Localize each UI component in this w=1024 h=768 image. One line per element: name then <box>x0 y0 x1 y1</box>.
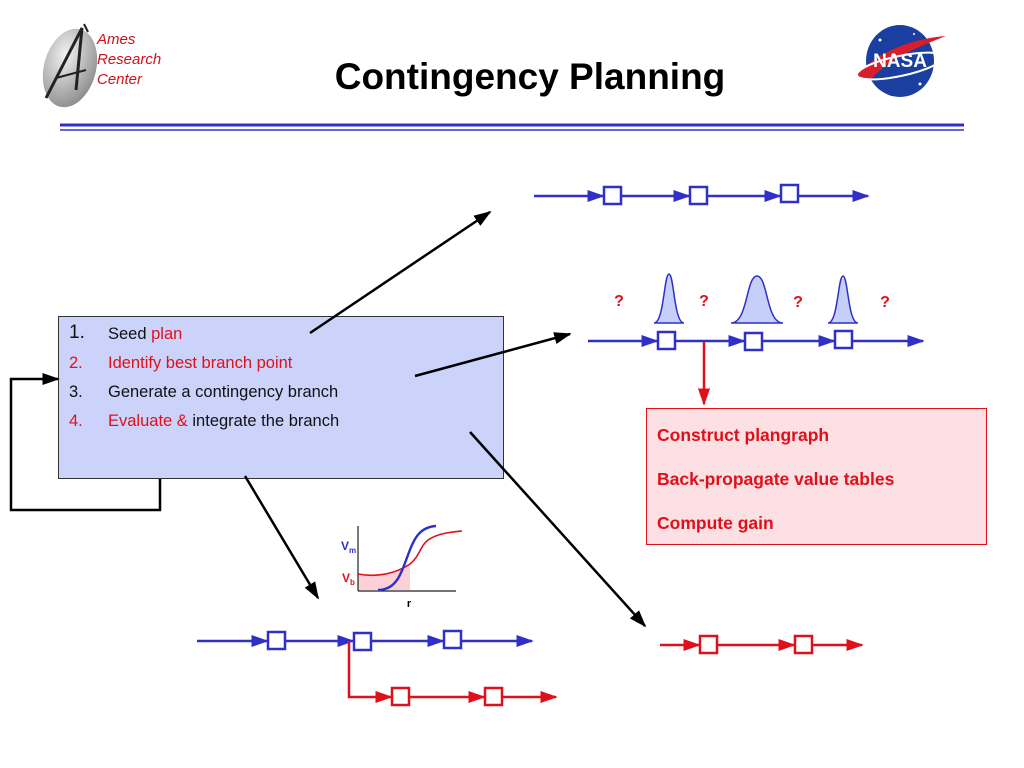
ames-logo <box>42 23 98 108</box>
page-title: Contingency Planning <box>334 56 726 97</box>
step-text: Generate a contingency branch <box>108 383 338 402</box>
step-text-part: Evaluate & <box>108 412 193 430</box>
vm-curve <box>377 524 437 592</box>
ames-line-2: Research <box>97 51 162 68</box>
seed-plan-chain <box>534 183 870 206</box>
step-text-part: Generate a contingency branch <box>108 383 339 401</box>
step-text: Identify best branch point <box>108 354 292 373</box>
step-text-part: Identify best branch point <box>108 354 293 372</box>
step-text-part: integrate the branch <box>192 412 340 430</box>
step-text: Seed plan <box>108 325 182 344</box>
arrow-to-seed-plan <box>309 210 492 335</box>
ames-line-1: Ames <box>97 31 136 48</box>
nasa-logo-text: NASA <box>873 51 927 72</box>
branch-point-chain <box>588 273 925 406</box>
question-mark-3: ? <box>793 294 803 311</box>
algorithm-steps-box: 1. Seed plan 2. Identify best branch point 3… <box>58 316 504 479</box>
question-mark-2: ? <box>699 293 709 310</box>
question-mark-4: ? <box>880 294 890 311</box>
step-text-part: plan <box>151 325 183 343</box>
ames-line-3: Center <box>97 71 143 88</box>
step-text-part: Seed <box>108 325 152 343</box>
x-axis-label: r <box>407 598 412 610</box>
question-mark-1: ? <box>614 293 624 310</box>
value-curve-chart: Vm Vb r <box>341 524 463 610</box>
vm-label: Vm <box>341 539 356 555</box>
gain-computation-box: Construct plangraph Back-propagate value… <box>646 408 987 545</box>
header-divider <box>60 123 964 131</box>
step-number: 1. <box>69 322 85 343</box>
ames-research-center-label: Ames Research Center <box>97 30 161 90</box>
step-number: 2. <box>69 354 83 372</box>
nasa-logo: NASA <box>855 25 946 97</box>
result-item-value-tables: Back-propagate value tables <box>657 469 895 489</box>
integrated-branch-chain <box>660 634 864 655</box>
arrow-to-contingency-branch <box>243 475 320 600</box>
result-item-plangraph: Construct plangraph <box>657 425 830 445</box>
vb-label: Vb <box>342 571 355 587</box>
arrow-to-branch-point <box>414 332 572 378</box>
result-item-gain: Compute gain <box>657 513 774 533</box>
step-number: 4. <box>69 412 83 430</box>
step-text: Evaluate & integrate the branch <box>108 412 339 431</box>
contingency-branch-chain <box>197 629 558 707</box>
loop-back-arrow <box>9 372 162 512</box>
arrow-to-integrated-branch <box>469 431 647 628</box>
vb-curve <box>357 530 463 577</box>
step-number: 3. <box>69 383 83 401</box>
